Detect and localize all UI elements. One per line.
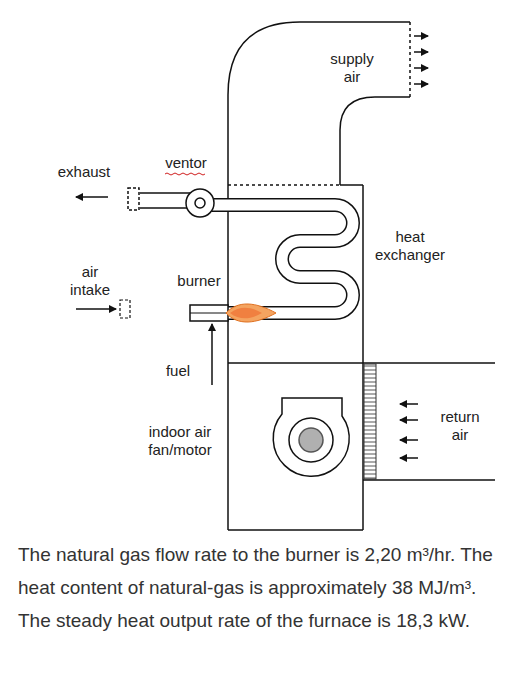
return-arrow	[400, 439, 418, 441]
return-arrow	[400, 403, 418, 405]
exhaust-duct	[140, 207, 190, 209]
cabinet-top	[228, 184, 340, 186]
cabinet-top	[340, 184, 363, 186]
burner-label: burner	[177, 272, 220, 290]
heat-exchanger-tube	[205, 205, 353, 313]
burner-tube	[190, 313, 228, 314]
duct-outer-wall	[228, 22, 410, 185]
fan-motor-label: indoor air fan/motor	[138, 423, 222, 459]
duct-inner-wall	[340, 97, 410, 185]
exhaust-label: exhaust	[58, 163, 111, 181]
supply-arrow	[414, 67, 428, 69]
duct-outlet	[409, 22, 411, 97]
cabinet-bottom	[228, 529, 363, 531]
fan-scroll	[273, 398, 349, 476]
return-arrow	[400, 419, 418, 421]
flame-core	[230, 308, 262, 319]
return-arrow	[400, 457, 418, 459]
heat-exchanger-label: heat exchanger	[375, 228, 445, 264]
air-intake-opening	[120, 300, 130, 318]
heat-exchanger-tube	[205, 205, 353, 313]
exhaust-arrow	[76, 196, 108, 198]
ventor-label: ventor	[165, 154, 207, 172]
supply-arrow	[414, 35, 428, 37]
cabinet-wall	[227, 185, 229, 530]
air-intake-label: air intake	[70, 263, 110, 299]
supply-arrow	[414, 51, 428, 53]
flame	[226, 304, 276, 322]
fuel-line	[211, 324, 213, 385]
supply-arrow	[414, 83, 428, 85]
ventor-fan	[186, 189, 214, 217]
ventor-hub	[195, 198, 205, 208]
return-grille	[364, 364, 376, 479]
supply-air-label: supply air	[330, 50, 373, 86]
exhaust-duct	[140, 192, 190, 194]
air-intake-arrow	[76, 308, 116, 310]
fan-wheel	[289, 418, 333, 462]
return-air-label: return air	[440, 408, 479, 444]
caption: The natural gas flow rate to the burner …	[18, 538, 506, 637]
return-duct-line	[363, 479, 495, 481]
divider-line	[228, 362, 495, 364]
burner-body	[190, 305, 228, 321]
fan-motor	[299, 428, 323, 452]
fuel-label: fuel	[166, 362, 190, 380]
exhaust-outlet	[128, 188, 139, 210]
spellcheck-underline	[165, 173, 205, 175]
